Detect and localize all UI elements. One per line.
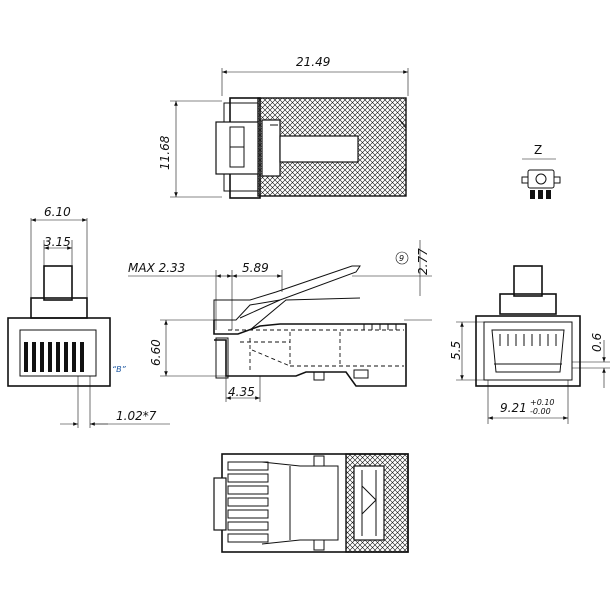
top-view: 21.49 11.68 [158,55,409,199]
bottom-contacts [227,461,269,543]
dim-pitch: 1.02*7 [116,409,157,423]
dim-latch-height: 2.77 [416,248,430,275]
dim-height: 11.68 [158,135,172,170]
side-view: MAX 2.33 5.89 9 2.77 [128,240,432,402]
note-9: 9 [399,254,404,263]
dim-overall-length: 21.49 [296,55,330,69]
rear-view: 5.5 0.6 9.21 +0.10 -0.00 [449,265,610,424]
pin-contacts [24,342,84,372]
view-z-label: Z [534,143,542,157]
dim-nose-length: 4.35 [228,385,255,399]
dim-opening-height: 5.5 [449,341,463,360]
view-z: Z [521,143,561,199]
dim-body-height: 6.60 [149,339,163,366]
dim-tab-length: 5.89 [242,261,269,275]
front-view-left: 6.10 3.15 “B” 1.02*7 [7,205,170,428]
dim-max-thickness: MAX 2.33 [128,261,185,275]
dim-width: 6.10 [44,205,71,219]
bottom-view [213,453,409,553]
detail-b-label: “B” [112,365,127,374]
dim-tab-width: 3.15 [44,235,71,249]
dim-opening-width-tol-lower: -0.00 [530,407,551,416]
rear-contacts [499,334,557,346]
dim-clearance: 0.6 [590,333,604,352]
side-view-ridges [363,324,397,330]
dim-opening-width: 9.21 [500,401,527,415]
dim-opening-width-tol-upper: +0.10 [530,398,555,407]
